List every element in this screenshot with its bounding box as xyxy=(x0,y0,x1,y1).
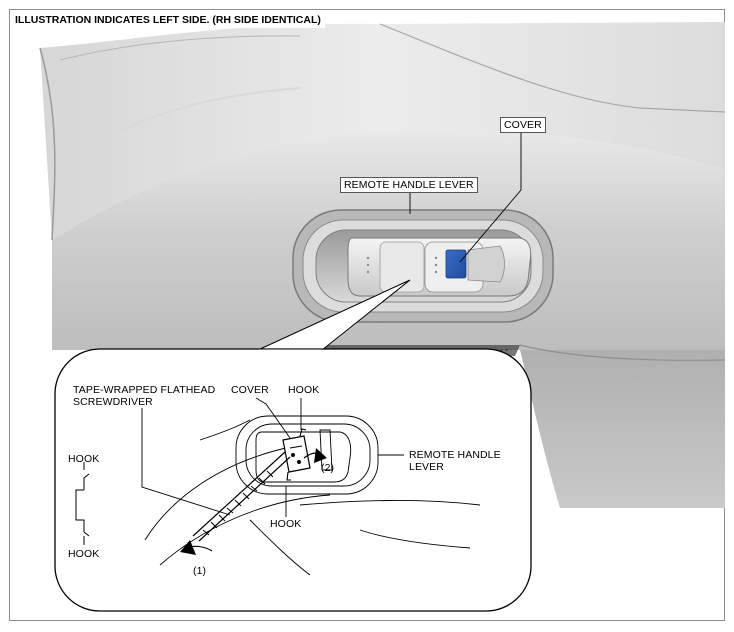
hook-diagram-top-label: HOOK xyxy=(68,453,100,465)
remote-handle-assembly xyxy=(292,209,554,323)
detail-remote-handle-label-line1: REMOTE HANDLE xyxy=(409,449,501,461)
hook-diagram-bottom-label: HOOK xyxy=(68,548,100,560)
detail-hook-top-label: HOOK xyxy=(288,384,320,396)
remote-handle-lever-label: REMOTE HANDLE LEVER xyxy=(340,177,478,193)
cover-highlight xyxy=(445,249,467,279)
detail-remote-handle-label-line2: LEVER xyxy=(409,461,444,473)
screwdriver-label-line2: SCREWDRIVER xyxy=(73,396,153,408)
detail-drawing xyxy=(141,397,481,576)
hook-profile-diagram xyxy=(75,462,90,545)
detail-hook-bottom-label: HOOK xyxy=(270,518,302,530)
step2-label: (2) xyxy=(321,462,335,474)
figure-caption: ILLUSTRATION INDICATES LEFT SIDE. (RH SI… xyxy=(12,12,325,28)
cover-label: COVER xyxy=(500,117,546,133)
screwdriver-label-line1: TAPE-WRAPPED FLATHEAD xyxy=(73,384,216,396)
detail-cover-label: COVER xyxy=(231,384,269,396)
detail-callout xyxy=(54,279,532,612)
step1-label: (1) xyxy=(193,565,207,577)
